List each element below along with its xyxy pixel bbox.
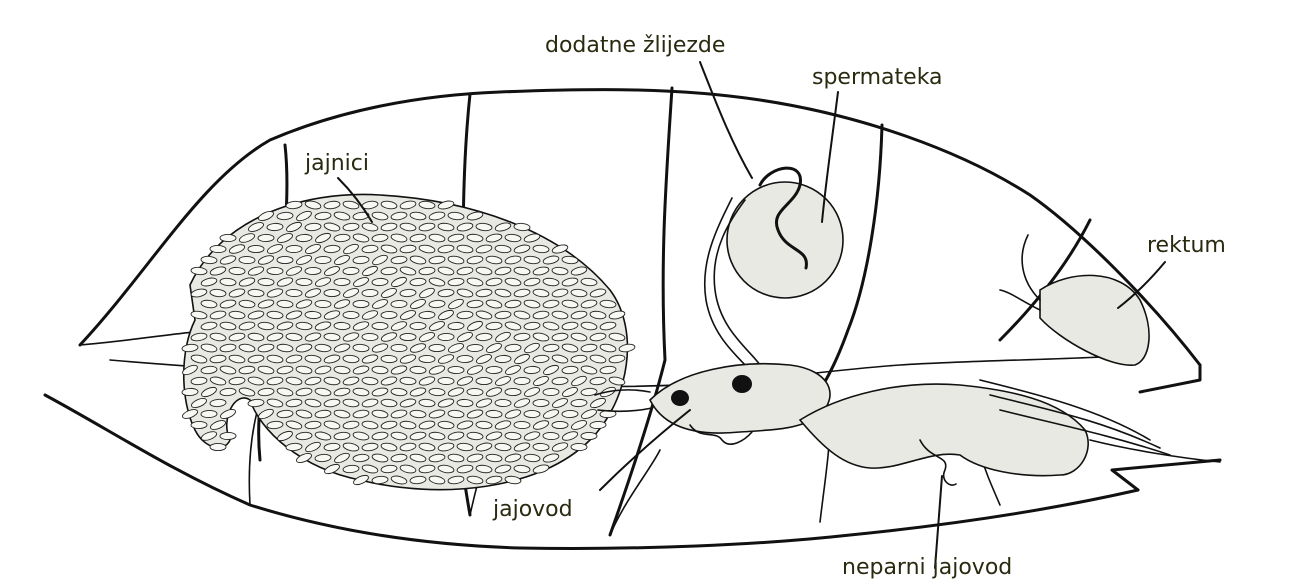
ovariole-egg — [315, 300, 331, 308]
ovariole-egg — [514, 421, 530, 429]
ovariole-egg — [533, 399, 549, 406]
ovariole-egg — [590, 421, 606, 429]
ovariole-egg — [543, 388, 559, 396]
ovariole-egg — [467, 388, 483, 396]
label-spermatheca: spermateka — [812, 65, 943, 90]
ovariole-egg — [524, 410, 540, 417]
ovariole-egg — [562, 410, 578, 417]
ovariole-egg — [571, 443, 587, 450]
ovariole-egg — [267, 267, 283, 274]
ovariole-egg — [286, 245, 302, 253]
label-rectum: rektum — [1147, 233, 1226, 258]
label-common-oviduct: neparni jajovod — [842, 555, 1012, 580]
label-accessory-glands: dodatne žlijezde — [545, 33, 725, 58]
ovariole-egg — [362, 333, 378, 341]
ovariole-egg — [334, 278, 350, 285]
ovariole-egg — [343, 311, 359, 318]
ovariole-egg — [391, 344, 407, 352]
ovariole-egg — [324, 289, 340, 296]
ovariole-egg — [277, 256, 293, 263]
ovariole-egg — [514, 377, 530, 385]
ovariole-egg — [419, 355, 435, 362]
ovariole-egg — [410, 322, 426, 329]
ovariole-egg — [581, 432, 597, 439]
ovariole-egg — [448, 366, 464, 373]
ovariole-egg — [505, 388, 521, 395]
ovariole-egg — [220, 432, 236, 439]
ovariole-egg — [476, 377, 492, 384]
ovariole-egg — [210, 443, 226, 450]
ovariole-egg — [438, 377, 454, 385]
ovariole-egg — [552, 421, 568, 428]
ovaries — [181, 194, 635, 489]
ovariole-egg — [286, 289, 302, 297]
ovariole-egg — [495, 399, 511, 406]
ovariole-egg — [391, 300, 407, 308]
ovariole-egg — [400, 333, 416, 340]
ovariole-egg — [438, 333, 454, 341]
ovariole-egg — [201, 410, 217, 418]
ovariole-egg — [305, 267, 321, 274]
label-ovaries: jajnici — [304, 151, 369, 176]
ovariole-egg — [191, 421, 207, 428]
ovariole-egg — [353, 300, 369, 307]
ovariole-egg — [210, 245, 226, 253]
ovariole-egg — [362, 289, 378, 297]
ovariole-egg — [457, 355, 473, 362]
ovariole-egg — [429, 344, 445, 351]
ovariole-egg — [486, 366, 502, 373]
ovariole-egg — [315, 256, 331, 264]
ovariole-egg — [296, 278, 312, 285]
label-oviduct: jajovod — [492, 497, 573, 522]
ovariole-egg — [220, 234, 236, 241]
ovariole-egg — [543, 432, 559, 440]
ovariole-egg — [258, 234, 274, 241]
ovariole-egg — [239, 256, 255, 264]
ovariole-egg — [248, 245, 264, 252]
ovariole-egg — [467, 344, 483, 352]
ovariole-egg — [381, 311, 397, 318]
ovariole-egg — [372, 322, 388, 329]
